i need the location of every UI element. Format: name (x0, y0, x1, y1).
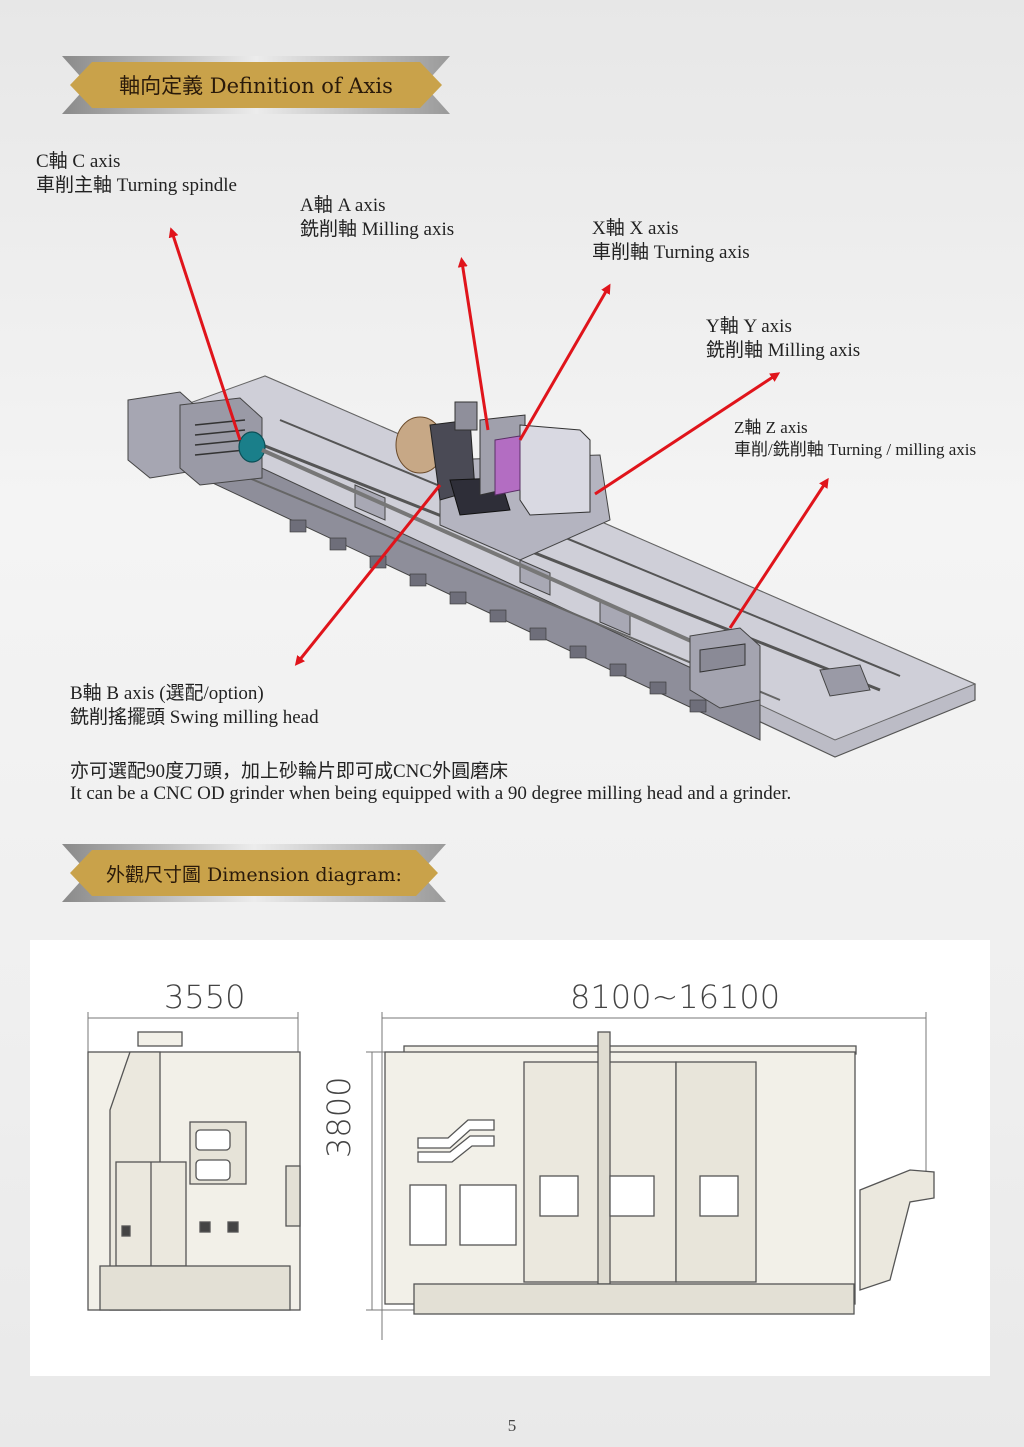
c-axis-chuck (238, 431, 266, 463)
side-view-drawing (87, 1031, 301, 1311)
grinder-note-zh: 亦可選配90度刀頭，加上砂輪片即可成CNC外圓磨床 (70, 761, 509, 782)
page-number: 5 (507, 1416, 517, 1435)
z-axis-arrow (728, 477, 829, 629)
front-view-drawing (384, 1031, 935, 1315)
axis-definition-title: 軸向定義 Definition of Axis (119, 74, 393, 98)
tailstock (689, 627, 761, 709)
width-dimension: 3550 (164, 978, 246, 1016)
turret-and-milling-head (395, 401, 591, 516)
a-axis-arrow (457, 257, 490, 431)
dimension-drawings (87, 1012, 935, 1340)
y-axis-column (519, 424, 591, 516)
dimension-diagram-title: 外觀尺寸圖 Dimension diagram: (106, 863, 402, 886)
grinder-note-en: It can be a CNC OD grinder when being eq… (70, 783, 792, 804)
dimension-diagram-banner: 外觀尺寸圖 Dimension diagram: (62, 844, 446, 902)
axis-definition-banner: 軸向定義 Definition of Axis (62, 56, 450, 114)
headstock (127, 391, 266, 486)
c-axis-arrow (168, 227, 242, 441)
y-axis-arrow (594, 372, 781, 496)
dimension-diagram-panel: 3550 8100~16100 3800 (30, 940, 990, 1376)
axis-arrows (168, 227, 829, 666)
length-dimension: 8100~16100 (570, 978, 781, 1016)
banner-ribbon-shape (62, 844, 446, 902)
b-axis-label: B軸 B axis (選配/option)銑削搖擺頭 Swing milling… (70, 683, 319, 728)
machine-isometric-illustration (127, 227, 977, 758)
banner-ribbon-shape (62, 56, 450, 114)
b-axis-arrow (294, 484, 442, 666)
x-axis-arrow (518, 283, 611, 441)
